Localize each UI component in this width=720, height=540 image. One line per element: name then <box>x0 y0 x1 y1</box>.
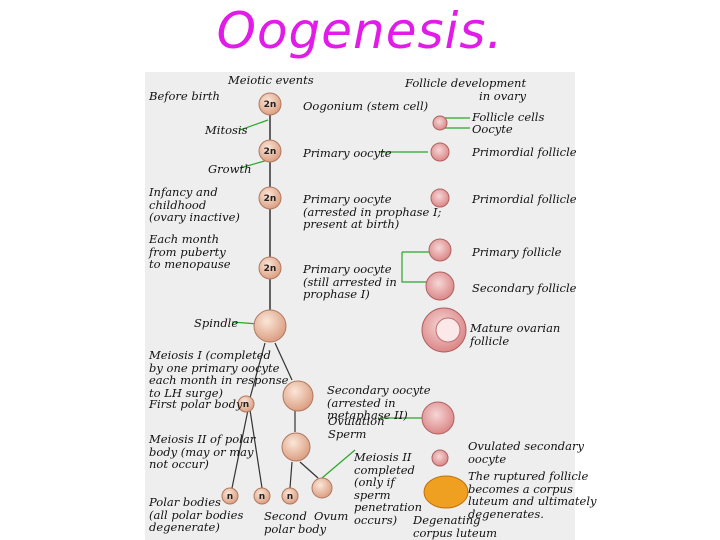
secondary-follicle-label: Secondary follicle <box>472 281 577 295</box>
meiosis1-label: Meiosis I (completed by one primary oocy… <box>149 348 289 400</box>
degenerating-label: Degenating <box>413 513 481 527</box>
ploidy-label: 2n <box>264 147 277 157</box>
primordial-follicle <box>430 188 450 208</box>
polar-body-cell <box>221 487 239 505</box>
branch-line <box>249 342 266 399</box>
sperm-label: Sperm <box>328 427 367 441</box>
secondary-oocyte-label: Secondary oocyte (arrested in metaphase … <box>327 383 431 422</box>
primary-follicle <box>428 238 452 262</box>
oogonium-follicle <box>432 115 448 131</box>
ovum-pointer <box>321 449 356 479</box>
secondary-oocyte-cell <box>282 380 314 412</box>
meiosis2-polar-label: Meiosis II of polar body (may or may not… <box>149 432 256 471</box>
branch-line <box>289 461 293 489</box>
ovum-label: Ovum <box>314 509 349 523</box>
second-polar-body-cell <box>281 487 299 505</box>
ploidy-label: 2n <box>264 100 277 110</box>
second-polar-label: Second polar body <box>264 509 327 536</box>
primary-oocyte-cell <box>258 139 282 163</box>
secondary-follicle <box>425 271 455 301</box>
primary-oocyte-arrested-cell <box>258 186 282 210</box>
ovum-cell <box>311 477 333 499</box>
mitosis-label: Mitosis <box>205 123 248 137</box>
ploidy-label: 2n <box>264 264 277 274</box>
meiotic-events-header: Meiotic events <box>228 73 314 87</box>
follicle-cells-label: Follicle cells <box>472 110 545 124</box>
branch-line <box>231 409 249 489</box>
primary-oocyte-still-arrested-cell <box>258 256 282 280</box>
mitosis-pointer <box>239 119 269 131</box>
polar-bodies-label: Polar bodies (all polar bodies degenerat… <box>149 495 244 534</box>
oocyte-label: Oocyte <box>472 122 513 136</box>
diagram-panel <box>145 72 575 540</box>
each-month-label: Each month from puberty to menopause <box>149 232 231 271</box>
mature-follicle-antrum <box>435 317 461 343</box>
meiosis2-cell <box>281 432 311 462</box>
ruptured-follicle <box>421 401 455 435</box>
ploidy-label: n <box>259 492 265 502</box>
oogonium-cell <box>258 92 282 116</box>
ploidy-label: n <box>287 492 293 502</box>
branch-line <box>299 461 319 479</box>
first-polar-label: First polar body <box>149 397 243 411</box>
first-polar-body-cell <box>237 395 255 413</box>
growth-pointer <box>239 159 269 169</box>
ovulated-oocyte-label: Ovulated secondary oocyte <box>468 439 584 466</box>
polar-body-cell <box>253 487 271 505</box>
branch-line <box>249 409 263 489</box>
ruptured-follicle-label: The ruptured follicle becomes a corpus l… <box>468 469 597 521</box>
primordial-follicle-label: Primordial follicle <box>472 192 577 206</box>
primary-oocyte-arrested-label: Primary oocyte (arrested in prophase I; … <box>303 192 442 231</box>
ovulation-label: Ovulation <box>328 414 385 428</box>
follicle-development-header: Follicle development in ovary <box>405 76 527 103</box>
primary-oocyte-label: Primary oocyte <box>303 146 392 160</box>
spindle-cell <box>253 309 287 343</box>
branch-line <box>274 342 293 381</box>
primordial-follicle-label: Primordial follicle <box>472 145 577 159</box>
ploidy-label: n <box>243 400 249 410</box>
primary-follicle-label: Primary follicle <box>472 245 562 259</box>
ovulated-oocyte <box>431 449 449 467</box>
primary3-bracket <box>401 252 430 283</box>
ploidy-label: 2n <box>264 194 277 204</box>
meiosis2-completed-label: Meiosis II completed (only if sperm pene… <box>354 450 422 527</box>
primary-oocyte-still-label: Primary oocyte (still arrested in propha… <box>303 262 397 301</box>
page-title: Oogenesis. <box>216 2 504 60</box>
ploidy-label: n <box>227 492 233 502</box>
infancy-label: Infancy and childhood (ovary inactive) <box>149 185 240 224</box>
corpus-luteum <box>423 475 469 509</box>
mature-follicle-label: Mature ovarian follicle <box>470 321 561 348</box>
oogonium-label: Oogonium (stem cell) <box>303 99 429 113</box>
corpus-luteum-label: corpus luteum <box>413 526 498 540</box>
growth-label: Growth <box>208 162 252 176</box>
before-birth-label: Before birth <box>149 89 220 103</box>
spindle-label: Spindle <box>194 316 239 330</box>
primordial-follicle <box>430 142 450 162</box>
